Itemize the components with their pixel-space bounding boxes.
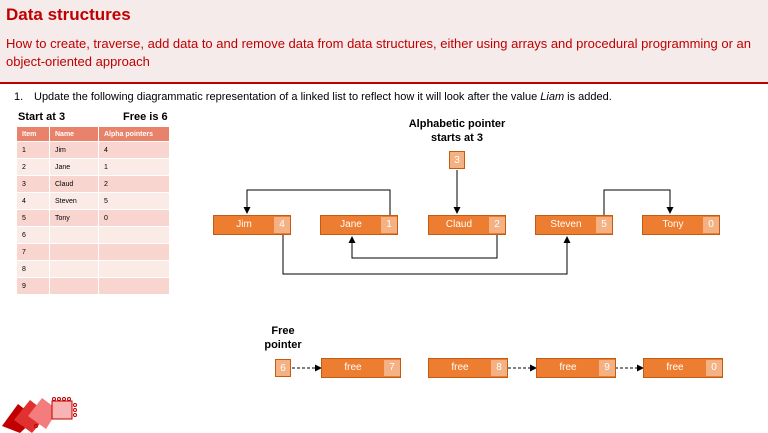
cell-item: 1 xyxy=(16,141,50,159)
node-pointer: 4 xyxy=(274,217,290,233)
cell-name: Jane xyxy=(49,158,99,176)
table-row: 7 xyxy=(16,243,170,261)
node-name: Jim xyxy=(236,219,252,230)
cell-item: 9 xyxy=(16,277,50,295)
cell-name xyxy=(49,260,99,278)
alpha-pointer-box: 3 xyxy=(449,151,465,169)
cell-name: Jim xyxy=(49,141,99,159)
node-name: Tony xyxy=(662,219,684,230)
page-title: Data structures xyxy=(6,5,131,24)
arrow-claud-to-jane xyxy=(243,189,391,215)
node-pointer: 2 xyxy=(489,217,505,233)
node-jim: Jim 4 xyxy=(213,215,291,235)
cell-item: 5 xyxy=(16,209,50,227)
table-row: 9 xyxy=(16,277,170,295)
alpha-pointer-label-line1: Alphabetic pointer xyxy=(408,118,506,130)
cell-pointer: 4 xyxy=(98,141,170,159)
free-pointer-label: Free pointer xyxy=(253,324,313,352)
column-header-item: Item xyxy=(16,126,50,142)
cell-name: Tony xyxy=(49,209,99,227)
start-label: Start at 3 xyxy=(18,111,66,123)
node-pointer: 1 xyxy=(381,217,397,233)
free-node: free 9 xyxy=(536,358,616,378)
node-pointer: 5 xyxy=(596,217,612,233)
free-pointer-label-line1: Free xyxy=(271,325,295,337)
question-number: 1. xyxy=(14,91,24,103)
arrow-steven-to-tony xyxy=(603,189,674,215)
free-node: free 7 xyxy=(321,358,401,378)
free-node-name: free xyxy=(559,362,577,373)
free-label: Free is 6 xyxy=(123,111,168,123)
cell-item: 4 xyxy=(16,192,50,210)
node-tony: Tony 0 xyxy=(642,215,720,235)
alpha-pointer-label: Alphabetic pointer starts at 3 xyxy=(398,117,516,145)
page-subtitle: How to create, traverse, add data to and… xyxy=(6,36,751,69)
cell-name xyxy=(49,277,99,295)
question-text-after: is added. xyxy=(564,91,612,103)
header-banner: Data structures How to create, traverse,… xyxy=(0,0,768,84)
question-text: 1. Update the following diagrammatic repr… xyxy=(14,91,612,103)
free-node-pointer: 7 xyxy=(384,360,400,376)
free-node-name: free xyxy=(344,362,362,373)
cell-pointer: 5 xyxy=(98,192,170,210)
cell-pointer xyxy=(98,277,170,295)
arrow-jane-to-jim xyxy=(348,235,498,259)
node-steven: Steven 5 xyxy=(535,215,613,235)
free-node-pointer: 8 xyxy=(491,360,507,376)
logo-icon xyxy=(2,397,77,433)
question-highlight: Liam xyxy=(540,91,565,103)
alpha-pointer-label-line2: starts at 3 xyxy=(431,132,483,144)
free-node-name: free xyxy=(451,362,469,373)
question-text-before: Update the following diagrammatic repres… xyxy=(34,91,541,103)
node-name: Steven xyxy=(550,219,582,230)
cell-pointer xyxy=(98,243,170,261)
cell-name xyxy=(49,226,99,244)
free-node: free 8 xyxy=(428,358,508,378)
free-node-pointer: 0 xyxy=(706,360,722,376)
cell-name: Claud xyxy=(49,175,99,193)
node-claud: Claud 2 xyxy=(428,215,506,235)
free-node-pointer: 9 xyxy=(599,360,615,376)
free-node: free 0 xyxy=(643,358,723,378)
free-pointer-label-line2: pointer xyxy=(264,339,302,351)
arrow-jim-to-steven xyxy=(282,235,571,275)
cell-name xyxy=(49,243,99,261)
free-node-name: free xyxy=(666,362,684,373)
node-name: Claud xyxy=(445,219,473,230)
node-jane: Jane 1 xyxy=(320,215,398,235)
node-name: Jane xyxy=(340,219,362,230)
free-pointer-box: 6 xyxy=(275,359,291,377)
node-pointer: 0 xyxy=(703,217,719,233)
